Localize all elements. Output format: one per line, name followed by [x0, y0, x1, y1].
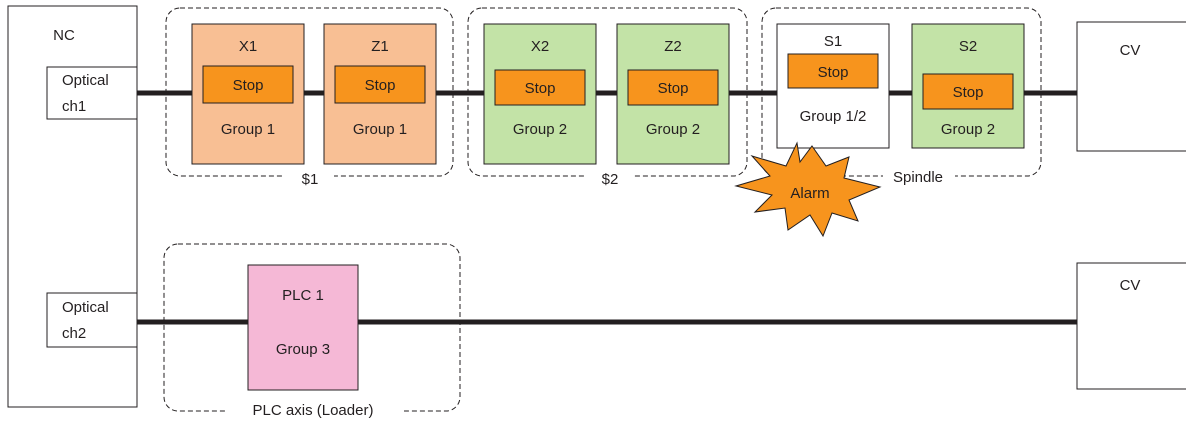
alarm-burst-icon	[734, 141, 882, 238]
cv-box-top: CV	[1076, 21, 1186, 152]
axis-z2-group: Group 2	[646, 121, 700, 138]
axis-plc1-group: Group 3	[276, 341, 330, 358]
axis-s2-group: Group 2	[941, 121, 995, 138]
axis-s1-stop-box	[787, 53, 879, 89]
axis-z2-stop-box	[627, 69, 719, 106]
plc-enclosure-label-text: PLC axis (Loader)	[253, 402, 374, 419]
axis-x2-name: X2	[531, 38, 549, 55]
axis-s2-stop-box	[922, 73, 1014, 110]
alarm-burst: Alarm	[734, 141, 882, 238]
axis-x1-group: Group 1	[221, 121, 275, 138]
plc-enclosure-label: PLC axis (Loader)	[226, 402, 404, 420]
axis-x2-stop-label: Stop	[525, 80, 556, 97]
optical-ch1-label-line1: Optical	[62, 72, 109, 89]
cv-bottom-label: CV	[1120, 277, 1141, 294]
axis-z2-stop-label: Stop	[658, 80, 689, 97]
optical-ch1-label-line2: ch1	[62, 98, 86, 115]
optical-ch2-box: Optical ch2	[46, 292, 138, 348]
axis-plc1: PLC 1 Group 3	[247, 264, 359, 391]
group-1-label: $1	[284, 169, 334, 188]
axis-plc1-name: PLC 1	[282, 287, 324, 304]
axis-z1-name: Z1	[371, 38, 389, 55]
axis-s1-group: Group 1/2	[800, 108, 867, 125]
spindle-label-text: Spindle	[893, 169, 943, 186]
cv-box-bottom: CV	[1076, 262, 1186, 390]
axis-z1: Z1 Stop Group 1	[323, 23, 437, 165]
group-2-label: $2	[584, 169, 634, 188]
axis-z2: Z2 Stop Group 2	[616, 23, 730, 165]
nc-label: NC	[53, 27, 75, 44]
optical-ch2-label-line2: ch2	[62, 325, 86, 342]
optical-ch2-label-line1: Optical	[62, 299, 109, 316]
axis-z2-name: Z2	[664, 38, 682, 55]
axis-x2-stop-box	[494, 69, 586, 106]
axis-s1: S1 Stop Group 1/2	[776, 23, 890, 149]
group-1-label-text: $1	[302, 171, 319, 188]
axis-z1-stop-box	[334, 65, 426, 104]
alarm-label: Alarm	[790, 185, 829, 202]
axis-s2: S2 Stop Group 2	[911, 23, 1025, 149]
axis-x1-name: X1	[239, 38, 257, 55]
axis-s2-name: S2	[959, 38, 977, 55]
axis-x2: X2 Stop Group 2	[483, 23, 597, 165]
optical-ch1-box: Optical ch1	[46, 66, 138, 120]
group-2-label-text: $2	[602, 171, 619, 188]
axis-s1-stop-label: Stop	[818, 64, 849, 81]
axis-x1-stop-label: Stop	[233, 77, 264, 94]
axis-x2-group: Group 2	[513, 121, 567, 138]
spindle-label: Spindle	[883, 169, 955, 186]
axis-z1-group: Group 1	[353, 121, 407, 138]
axis-x1-stop-box	[202, 65, 294, 104]
axis-x1: X1 Stop Group 1	[191, 23, 305, 165]
axis-s1-name: S1	[824, 33, 842, 50]
cv-top-label: CV	[1120, 42, 1141, 59]
axis-s2-stop-label: Stop	[953, 84, 984, 101]
axis-z1-stop-label: Stop	[365, 77, 396, 94]
